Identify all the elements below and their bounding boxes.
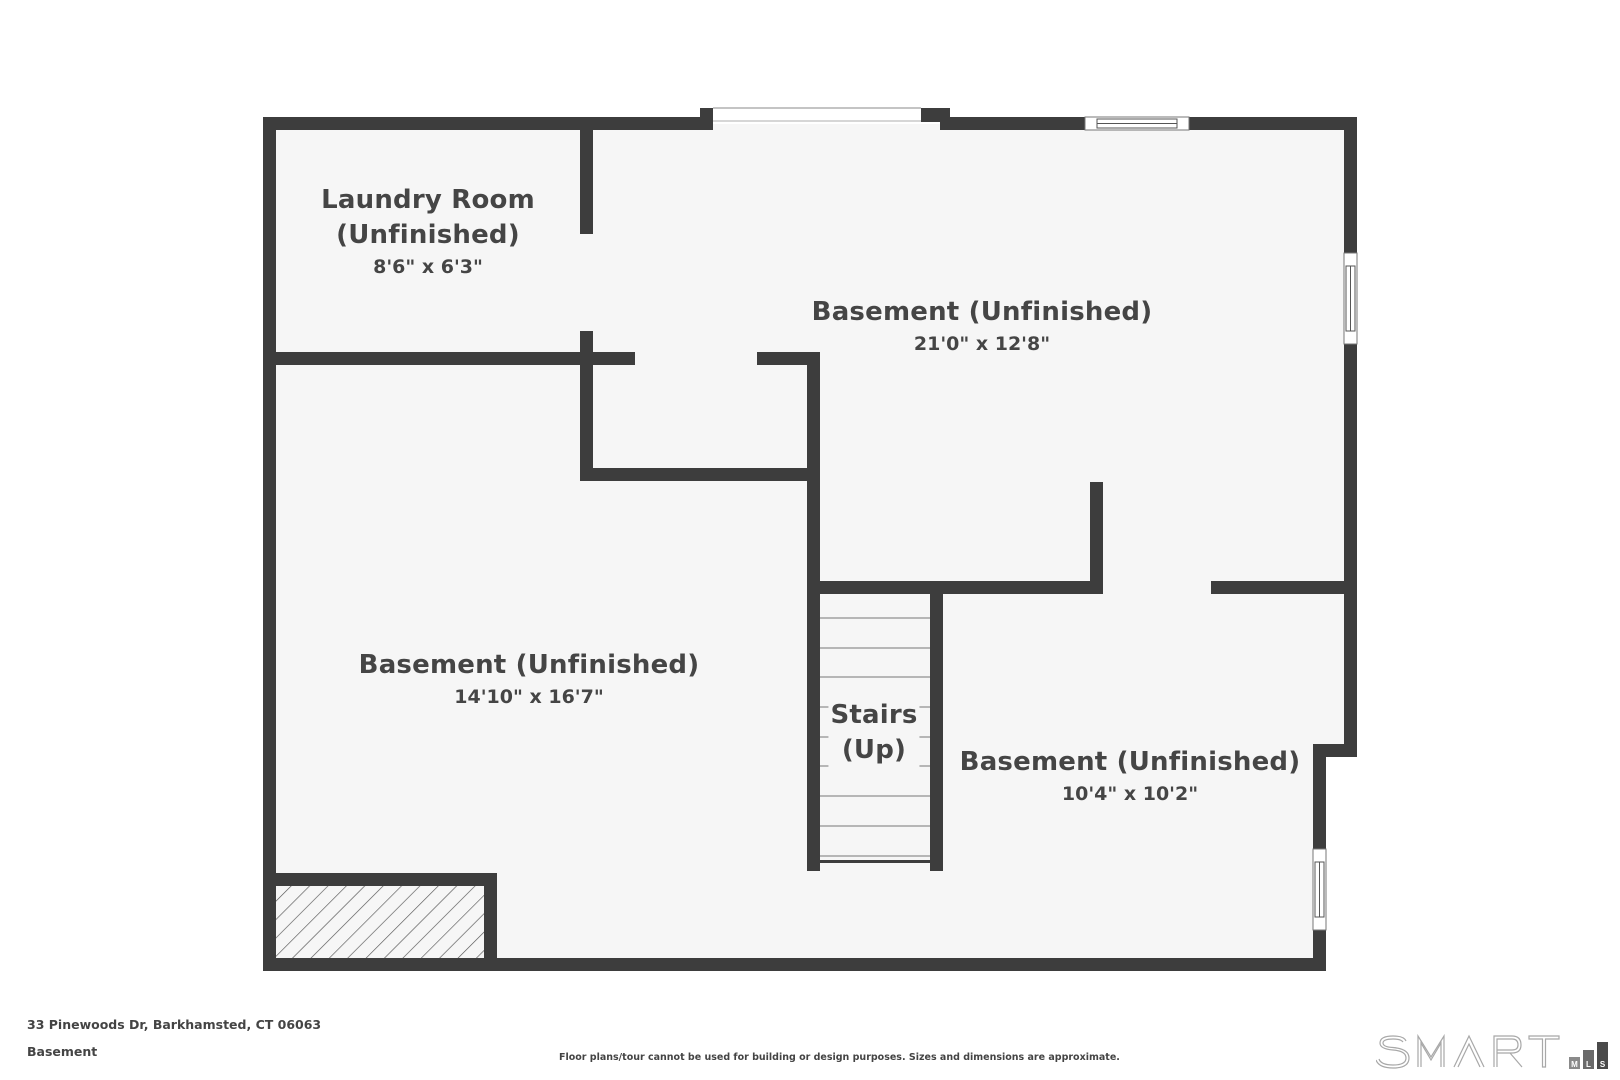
door-jamb-left <box>700 108 713 130</box>
partition-right-horizontal <box>1211 581 1357 594</box>
room-label-basement-lower-right: Basement (Unfinished) 10'4" x 10'2" <box>960 745 1301 808</box>
hall-wall-stub <box>757 352 820 365</box>
floor-level-label: Basement <box>27 1044 98 1059</box>
stairs-top-wall <box>807 581 1103 594</box>
closet-wall-right <box>484 873 497 971</box>
window-right-lower <box>1312 848 1327 931</box>
laundry-wall-vertical-top <box>580 117 593 234</box>
window-top <box>1084 116 1190 131</box>
smartmls-logo: M L S <box>1376 1033 1608 1069</box>
room-label-basement-upper: Basement (Unfinished) 21'0" x 12'8" <box>812 295 1153 358</box>
room-name: Stairs <box>828 698 920 733</box>
laundry-wall-vertical-bottom <box>580 331 593 481</box>
disclaimer-text: Floor plans/tour cannot be used for buil… <box>559 1052 1120 1063</box>
walls <box>263 108 1357 971</box>
room-name: Basement (Unfinished) <box>358 650 700 680</box>
stairs-right-wall <box>930 581 943 871</box>
room-label-basement-left: Basement (Unfinished) 14'10" x 16'7" <box>359 648 700 711</box>
closet-wall-top <box>263 873 497 886</box>
logo-block-s: S <box>1600 1060 1606 1069</box>
logo-block-l: L <box>1586 1060 1591 1069</box>
room-name-qualifier: (Unfinished) <box>336 220 520 250</box>
outer-wall-right-upper-b <box>1344 344 1357 751</box>
room-dimensions: 8'6" x 6'3" <box>373 256 483 278</box>
outer-wall-top-right <box>1189 117 1357 130</box>
outer-wall-bottom <box>263 958 1326 971</box>
room-dimensions: 10'4" x 10'2" <box>1061 783 1199 805</box>
room-name: Basement (Unfinished) <box>811 297 1153 327</box>
central-wall-vertical <box>807 352 820 871</box>
room-label-laundry: Laundry Room (Unfinished) 8'6" x 6'3" <box>321 183 535 281</box>
room-name: Laundry Room <box>321 185 535 215</box>
logo-block-m: M <box>1571 1060 1578 1069</box>
room-dimensions: 21'0" x 12'8" <box>913 333 1051 355</box>
stair-bottom-edge <box>820 860 930 863</box>
outer-wall-left <box>263 117 276 971</box>
room-dimensions: 14'10" x 16'7" <box>454 686 604 708</box>
outer-wall-top-mid <box>940 117 1085 130</box>
partition-stub-vertical <box>1090 482 1103 594</box>
outer-wall-right-lower-a <box>1313 744 1326 849</box>
room-name-qualifier: (Up) <box>828 733 920 768</box>
window-right-upper <box>1343 252 1358 345</box>
closet-hatched-area <box>276 886 484 958</box>
outer-wall-top-left <box>263 117 713 130</box>
room-name: Basement (Unfinished) <box>959 747 1301 777</box>
property-address: 33 Pinewoods Dr, Barkhamsted, CT 06063 <box>27 1017 322 1032</box>
outer-wall-right-upper-a <box>1344 117 1357 253</box>
laundry-wall-horizontal <box>263 352 635 365</box>
room-label-stairs: Stairs (Up) <box>828 698 920 768</box>
mls-blocks <box>1569 1042 1608 1069</box>
door-opening <box>713 107 921 122</box>
nook-wall-horizontal <box>580 468 820 481</box>
